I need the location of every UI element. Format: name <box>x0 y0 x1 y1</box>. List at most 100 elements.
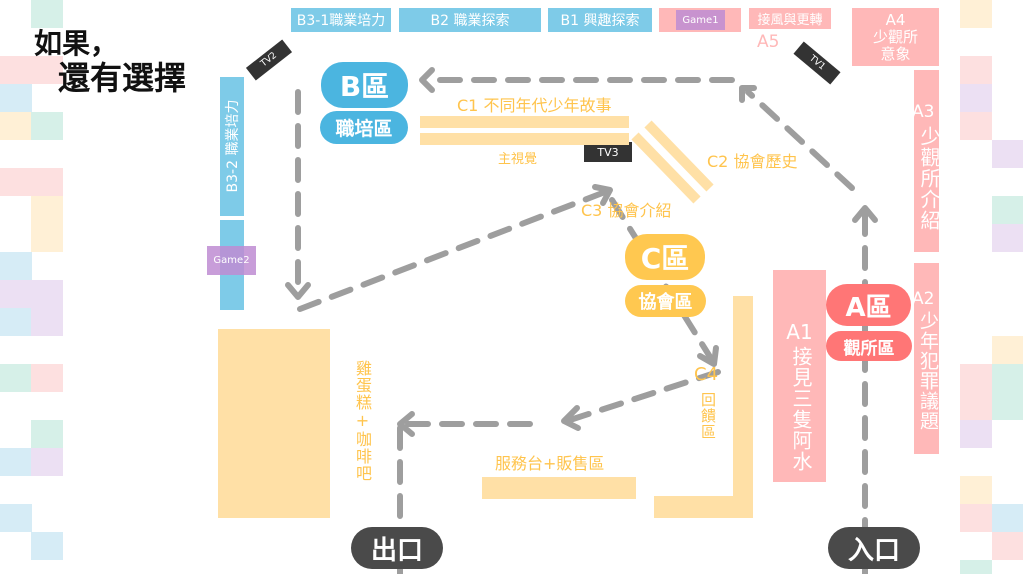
checker-square <box>992 364 1023 392</box>
checker-square <box>992 224 1023 252</box>
exhibit-c1-label: C1 不同年代少年故事 <box>457 96 612 115</box>
checker-square <box>31 56 63 84</box>
checker-square <box>0 252 32 280</box>
checker-square <box>31 196 63 224</box>
checker-square <box>960 392 992 420</box>
arrowhead <box>285 282 311 300</box>
c2-wall <box>631 132 701 204</box>
checker-square <box>31 112 63 140</box>
a3-code: A3 <box>912 102 935 122</box>
game1-label: Game1 <box>676 10 725 30</box>
game1-area: Game1 <box>659 8 741 32</box>
arrowhead <box>419 67 435 93</box>
checker-square <box>0 308 32 336</box>
game2-label: Game2 <box>207 246 256 275</box>
checker-square <box>960 112 992 140</box>
exhibit-b1: B1 興趣探索 <box>548 8 652 32</box>
checker-square <box>960 560 992 574</box>
checker-square <box>0 280 32 308</box>
arrowhead <box>561 405 581 431</box>
exhibit-a4: A4 少觀所 意象 <box>852 8 939 66</box>
checker-square <box>960 0 992 28</box>
a3-name: 少觀所介紹 <box>917 126 941 231</box>
c1-wall <box>420 133 629 145</box>
arrowhead <box>852 205 878 223</box>
logo: 如果， 還有選擇 <box>34 27 214 97</box>
exhibit-c2-label: C2 協會歷史 <box>707 152 798 171</box>
exhibit-c4-name: 回饋區 <box>699 392 717 440</box>
checker-square <box>0 364 32 392</box>
a2-name: 少年犯罪議題 <box>917 311 939 431</box>
checker-square <box>31 0 63 28</box>
checker-square <box>960 84 992 112</box>
logo-line1: 如果， <box>34 27 119 60</box>
a2-code: A2 <box>912 289 935 309</box>
exhibit-c3-label: C3 協會介紹 <box>581 201 672 220</box>
checker-square <box>31 364 63 392</box>
service-desk <box>482 477 636 499</box>
exhibit-b3-1: B3-1職業培力 <box>291 8 391 32</box>
a1-name: 接見三隻阿水 <box>789 346 813 472</box>
exhibit-a5: 接風與更轉 <box>749 8 831 29</box>
service-label: 服務台+販售區 <box>495 454 605 473</box>
checker-square <box>0 504 32 532</box>
exhibit-b3-2: B3-2 職業培力 <box>220 77 244 216</box>
checker-square <box>31 448 63 476</box>
checker-square <box>31 532 63 560</box>
arrowhead <box>592 184 613 206</box>
arrowhead <box>397 411 415 437</box>
checker-square <box>31 224 63 252</box>
route-diag-a <box>745 89 855 191</box>
cafe-label: 雞蛋糕+咖啡吧 <box>353 360 372 482</box>
checker-square <box>31 308 63 336</box>
route-diag-up <box>297 189 608 312</box>
exit-badge: 出口 <box>351 527 443 569</box>
route-c4-left <box>567 369 721 423</box>
checker-square <box>960 476 992 504</box>
exhibit-a1: A1 接見三隻阿水 <box>773 270 826 482</box>
exhibit-c4-code: C4 <box>694 364 719 385</box>
c1-wall <box>420 116 629 128</box>
entrance-badge: 入口 <box>828 527 920 569</box>
exhibit-b2: B2 職業探索 <box>399 8 541 32</box>
checker-square <box>992 336 1023 364</box>
checker-square <box>31 280 63 308</box>
checker-square <box>960 364 992 392</box>
zone-a-name: 觀所區 <box>826 331 912 361</box>
b3-2-label: B3-2 職業培力 <box>225 99 241 193</box>
exhibit-a3: A3 少觀所介紹 <box>912 70 941 252</box>
checker-square <box>31 168 63 196</box>
c4-wall <box>733 296 753 518</box>
tv3: TV3 <box>584 142 632 162</box>
arrowhead <box>739 85 757 103</box>
main-visual-label: 主視覺 <box>498 152 538 167</box>
checker-square <box>992 392 1023 420</box>
checker-square <box>0 448 32 476</box>
checker-square <box>960 504 992 532</box>
checker-square <box>31 420 63 448</box>
zone-c-badge: C區 <box>625 234 705 280</box>
c2-wall <box>644 120 714 192</box>
checker-square <box>0 112 32 140</box>
logo-line2: 還有選擇 <box>58 59 187 97</box>
c4-wall <box>654 496 734 518</box>
arrowhead <box>697 345 719 367</box>
checker-square <box>0 168 32 196</box>
zone-a-badge: A區 <box>826 284 911 326</box>
checker-square <box>960 420 992 448</box>
checker-square <box>0 84 32 112</box>
zone-c-name: 協會區 <box>625 285 706 317</box>
zone-b-badge: B區 <box>321 62 408 108</box>
exhibit-a2: A2 少年犯罪議題 <box>912 263 939 454</box>
checker-square <box>992 504 1023 532</box>
checker-square <box>0 56 32 84</box>
route-c-down <box>609 197 715 363</box>
a5-code: A5 <box>757 32 780 52</box>
checker-square <box>992 196 1023 224</box>
cafe-area <box>218 329 330 518</box>
checker-square <box>960 56 992 84</box>
checker-square <box>992 532 1023 560</box>
zone-b-name: 職培區 <box>320 111 408 144</box>
